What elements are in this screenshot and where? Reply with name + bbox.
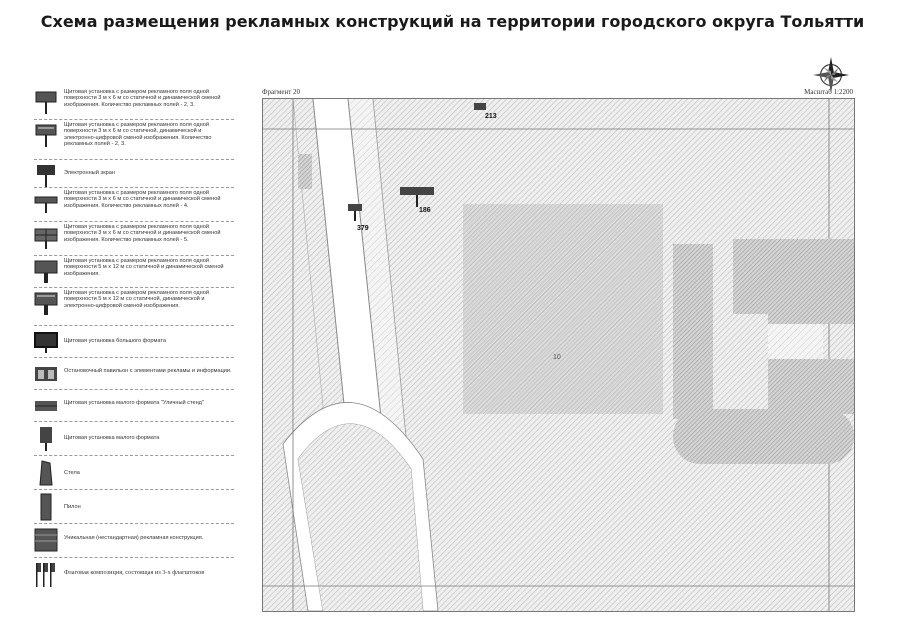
map-canvas: 10 213 379 186 [263,99,854,611]
block-number-label: 10 [553,354,561,361]
billboard-5-icon [34,228,58,249]
scale-label: Масштаб 1:2200 [804,88,853,96]
ad-marker-379[interactable]: 379 [348,204,369,232]
ad-marker-label: 213 [485,113,497,120]
building [673,244,713,419]
ad-marker-213[interactable]: 213 [474,103,497,120]
legend-text: Щитовая установка с размером рекламного … [64,89,221,108]
legend-item-info-stand: Щитовая установка малого формата "Уличны… [34,391,234,422]
billboard-large-icon [34,260,58,283]
billboard-icon [35,91,57,114]
pylon-icon [40,493,52,521]
parking-lot [298,154,312,189]
large-format-icon [34,332,58,353]
legend-text: Электронный экран [64,170,115,176]
unique-construction-icon [34,528,58,552]
info-stand-icon [35,401,57,411]
bus-stop-icon [35,367,57,381]
flag-composition-icon [36,563,55,587]
legend-item-electronic-screen: Электронный экран [34,161,234,188]
legend-item-stela: Стела [34,457,234,490]
legend-text: Остановочный павильон с элементами рекла… [64,368,232,374]
billboard-4-icon [34,196,58,213]
map-view[interactable]: 10 213 379 186 [262,98,855,612]
ad-marker-label: 186 [419,207,431,214]
screen-icon [37,165,55,187]
legend-text: Щитовая установка с размером рекламного … [64,290,209,309]
legend-item-billboard-3x6-electronic: Щитовая установка с размером рекламного … [34,121,234,160]
stela-icon [39,460,53,486]
legend-text: Щитовая установка с размером рекламного … [64,190,221,209]
legend-text: Щитовая установка малого формата [64,435,160,441]
legend-text: Щитовая установка большого формата [64,338,166,344]
legend-item-unique: Уникальная (нестандартная) рекламная кон… [34,525,234,558]
electronic-billboard-large-icon [34,292,58,315]
courtyard [768,324,823,359]
legend-item-pylon: Пилон [34,491,234,524]
legend-item-flags: Флаговая композиция, состоящая из 3-х фл… [34,559,234,595]
legend-text: Флаговая композиция, состоящая из 3-х фл… [64,569,205,576]
legend-text: Щитовая установка с размером рекламного … [64,224,221,243]
legend-item-billboard-large: Щитовая установка большого формата [34,327,234,358]
fragment-label: Фрагмент 20 [262,88,301,96]
legend-item-billboard-4: Щитовая установка с размером рекламного … [34,189,234,222]
legend-item-billboard-3x6: Щитовая установка с размером рекламного … [34,88,234,120]
legend-text: Стела [64,470,80,476]
compass-rose-icon [812,56,850,94]
legend-text: Щитовая установка с размером рекламного … [64,258,224,277]
legend-text: Щитовая установка малого формата "Уличны… [64,400,204,406]
legend-text: Щитовая установка с размером рекламного … [64,122,212,148]
legend-item-bus-stop: Остановочный павильон с элементами рекла… [34,359,234,390]
legend-item-billboard-5: Щитовая установка с размером рекламного … [34,223,234,256]
legend-text: Уникальная (нестандартная) рекламная кон… [64,535,204,541]
legend-item-small-billboard: Щитовая установка малого формата [34,423,234,456]
small-billboard-icon [40,427,52,451]
legend-item-billboard-5x12: Щитовая установка с размером рекламного … [34,257,234,288]
electronic-billboard-icon [35,124,57,147]
ramp-island [298,423,423,611]
building-block [463,204,663,414]
legend-item-billboard-5x12-electronic: Щитовая установка с размером рекламного … [34,289,234,326]
building-rounded [673,409,854,464]
ad-marker-186[interactable]: 186 [400,187,434,214]
ad-marker-label: 379 [357,225,369,232]
legend-text: Пилон [64,504,81,510]
page-title: Схема размещения рекламных конструкций н… [40,12,865,31]
